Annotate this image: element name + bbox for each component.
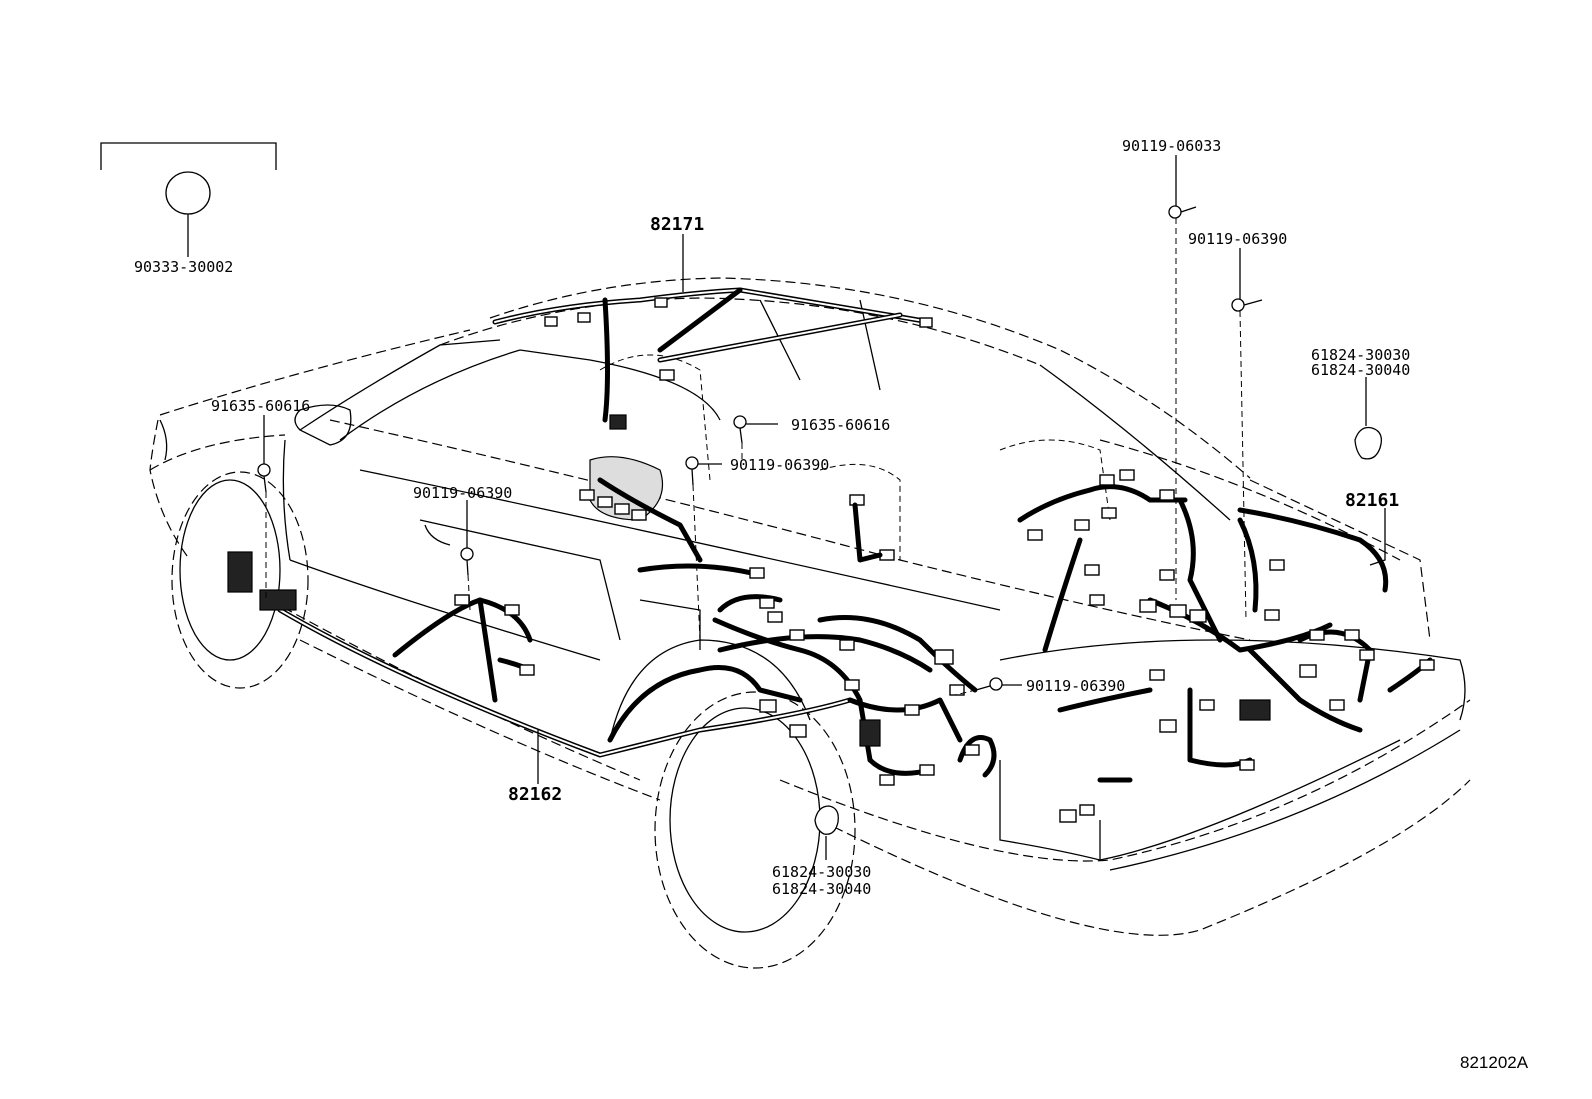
label-90119-06033: 90119-06033 bbox=[1122, 137, 1221, 155]
part-labels: 90333-30002 82171 90119-06033 90119-0639… bbox=[134, 137, 1529, 1072]
diagram-id: 821202A bbox=[1460, 1053, 1529, 1072]
grommet-61824-top-icon bbox=[1354, 426, 1383, 460]
label-90333-30002: 90333-30002 bbox=[134, 258, 233, 276]
label-82161: 82161 bbox=[1345, 490, 1399, 511]
label-61824-30030-top: 61824-30030 bbox=[1311, 346, 1410, 364]
label-90119-06390-center: 90119-06390 bbox=[730, 456, 829, 474]
label-82162: 82162 bbox=[508, 784, 562, 805]
bolt-90119-right-icon bbox=[975, 677, 1003, 691]
label-82171: 82171 bbox=[650, 214, 704, 235]
label-61824-30040-bottom: 61824-30040 bbox=[772, 880, 871, 898]
car-body-outline bbox=[149, 277, 1471, 969]
bolt-90119-center-icon bbox=[685, 456, 699, 486]
bolt-90119-06033-icon bbox=[1168, 205, 1197, 219]
label-61824-30030-bottom: 61824-30030 bbox=[772, 863, 871, 881]
roof-harness-82171 bbox=[492, 287, 933, 430]
bolt-90119-left-icon bbox=[460, 547, 474, 576]
leader-lines bbox=[100, 142, 1386, 860]
bolt-91635-center-icon bbox=[733, 415, 747, 444]
bolt-90119-06390-top-icon bbox=[1231, 298, 1263, 312]
floor-harness-82162 bbox=[227, 551, 853, 758]
fastener-icons bbox=[165, 171, 1383, 835]
label-91635-60616-center: 91635-60616 bbox=[791, 416, 890, 434]
clamp-90333-icon bbox=[165, 171, 211, 215]
bolt-91635-left-icon bbox=[257, 463, 271, 493]
cowl-harness bbox=[607, 594, 978, 786]
console-harness bbox=[579, 456, 895, 579]
label-90119-06390-right: 90119-06390 bbox=[1026, 677, 1125, 695]
engine-harness-82161 bbox=[957, 469, 1435, 823]
label-90119-06390-left: 90119-06390 bbox=[413, 484, 512, 502]
label-90119-06390-top: 90119-06390 bbox=[1188, 230, 1287, 248]
label-91635-60616-left: 91635-60616 bbox=[211, 397, 310, 415]
label-61824-30040-top: 61824-30040 bbox=[1311, 361, 1410, 379]
grommet-61824-bottom-icon bbox=[814, 805, 839, 835]
